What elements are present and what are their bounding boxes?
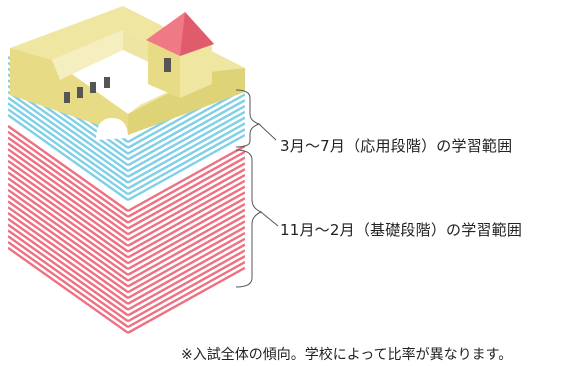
layer-stripe [8,102,128,190]
layer-stripe [8,114,128,201]
layer-stripe [8,159,128,247]
layer-stripe [8,194,128,282]
layer-stripe [8,212,128,299]
layer-stripe [8,136,128,224]
layer-stripe [8,206,128,294]
layer-stripe [8,154,128,241]
layer-stripe [128,237,245,305]
layer-stripe [128,185,245,253]
layer-stripe [8,241,128,328]
layer-stripe [128,266,245,334]
layer-stripe [8,246,128,334]
layer-stripe [128,87,245,155]
layer-stripe [128,128,245,196]
layer-stripe [8,90,128,178]
layer-stripe [128,162,245,230]
layer-stripe [128,110,245,178]
layer-stripe [8,96,128,184]
layer-stripe [8,217,128,305]
layer-stripe [8,223,128,311]
layer-stripe [128,150,245,218]
layer-stripe [8,200,128,288]
school-building-icon [10,6,245,140]
layer-stripe [128,99,245,167]
layer-stripe [8,130,128,218]
layer-stripe [128,122,245,190]
layer-stripe [128,197,245,265]
basic-stage-layers [8,125,245,334]
layer-stripe [128,260,245,329]
layer-stripe [8,165,128,253]
layer-stripe [128,214,245,282]
layer-stripe [128,104,245,173]
layer-stripe [128,133,245,202]
applied-stage-bracket [235,89,277,148]
layer-stripe [8,108,128,196]
layer-stripe [128,231,245,300]
layer-stripe [8,183,128,270]
basic-stage-bracket [235,149,279,288]
footnote: ※入試全体の傾向。学校によって比率が異なります。 [181,347,513,363]
layer-stripe [128,116,245,184]
layer-stripe [128,144,245,213]
layer-stripe [8,188,128,276]
layer-stripe [128,168,245,236]
layer-stripe [8,148,128,236]
layer-stripe [128,249,245,317]
layer-stripe [128,202,245,271]
layer-stripe [8,229,128,317]
layer-stripe [128,208,245,276]
layer-stripe [128,156,245,224]
layer-stripe [8,177,128,265]
layer-stripe [128,191,245,259]
layer-stripe [8,235,128,323]
basic-stage-label: 11月〜2月（基礎段階）の学習範囲 [280,221,523,239]
layer-stripe [128,179,245,247]
layer-stripe [128,93,245,161]
layer-stripe [8,171,128,259]
layer-stripe [128,226,245,294]
layer-stripe [8,125,128,212]
layer-stripe [128,255,245,323]
layer-stripe [8,142,128,230]
layer-stripe [128,173,245,242]
layer-stripe [128,243,245,311]
layer-stripe [128,220,245,288]
applied-stage-label: 3月〜7月（応用段階）の学習範囲 [280,137,513,155]
